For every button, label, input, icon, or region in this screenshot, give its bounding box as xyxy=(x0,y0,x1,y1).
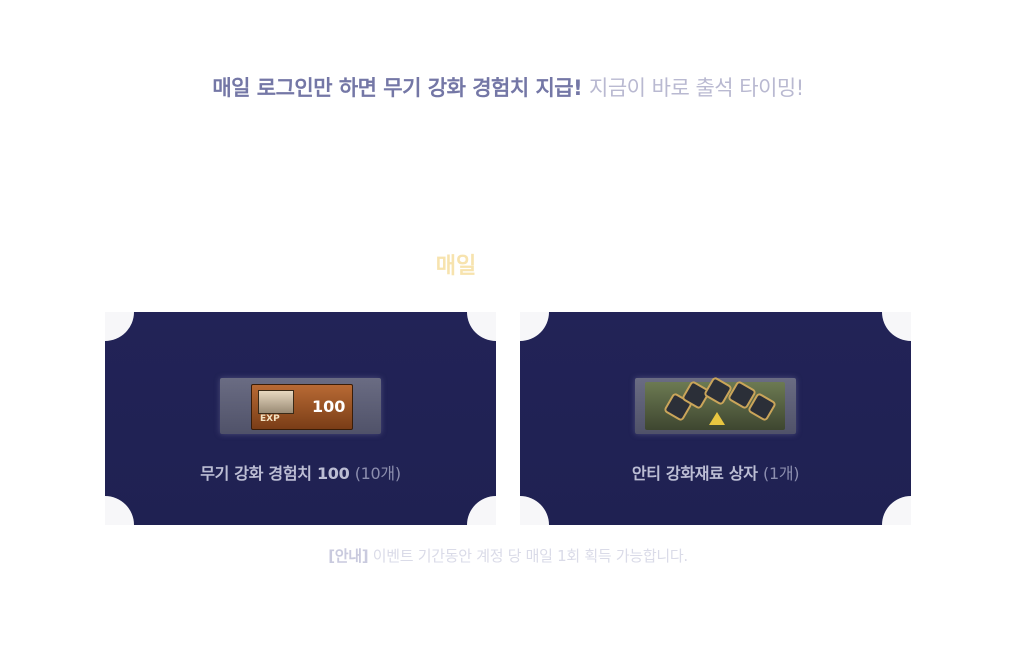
reward-quantity: (10개) xyxy=(354,464,401,483)
reward-label: 안티 강화재료 상자 (1개) xyxy=(520,460,911,484)
reward-thumbnail: EXP 100 xyxy=(220,378,381,434)
headline-main: 매일 로그인만 하면 무기 강화 경험치 지급! xyxy=(212,76,583,100)
reward-name: 무기 강화 경험치 100 xyxy=(200,464,350,483)
headline-sub: 지금이 바로 출석 타이밍! xyxy=(589,76,804,100)
event-notice: [안내] 이벤트 기간동안 계정 당 매일 1회 획득 가능합니다. xyxy=(0,545,1016,566)
hex-badge-icon xyxy=(702,375,734,407)
exp-toolbox-icon: EXP 100 xyxy=(251,384,353,430)
card-notch xyxy=(105,312,134,341)
reward-card-exp: EXP 100 무기 강화 경험치 100 (10개) xyxy=(105,312,496,525)
section-title-daily: 매일 xyxy=(435,254,477,279)
card-notch xyxy=(882,312,911,341)
card-notch xyxy=(467,496,496,525)
reward-thumbnail xyxy=(635,375,796,434)
exp-value: 100 xyxy=(312,397,346,416)
card-notch xyxy=(105,496,134,525)
card-notch xyxy=(882,496,911,525)
event-headline: 매일 로그인만 하면 무기 강화 경험치 지급! 지금이 바로 출석 타이밍! xyxy=(0,72,1016,102)
card-notch xyxy=(520,496,549,525)
material-crate-icon xyxy=(645,375,785,430)
exp-label: EXP xyxy=(260,414,280,424)
reward-label: 무기 강화 경험치 100 (10개) xyxy=(105,460,496,484)
reward-name: 안티 강화재료 상자 xyxy=(631,464,758,483)
card-notch xyxy=(467,312,496,341)
notice-tag: [안내] xyxy=(328,547,369,565)
reward-quantity: (1개) xyxy=(763,464,800,483)
notice-text: 이벤트 기간동안 계정 당 매일 1회 획득 가능합니다. xyxy=(372,547,688,565)
warning-icon xyxy=(709,412,725,425)
card-notch xyxy=(520,312,549,341)
toolbox-lid xyxy=(258,390,294,414)
reward-card-anti-box: 안티 강화재료 상자 (1개) xyxy=(520,312,911,525)
